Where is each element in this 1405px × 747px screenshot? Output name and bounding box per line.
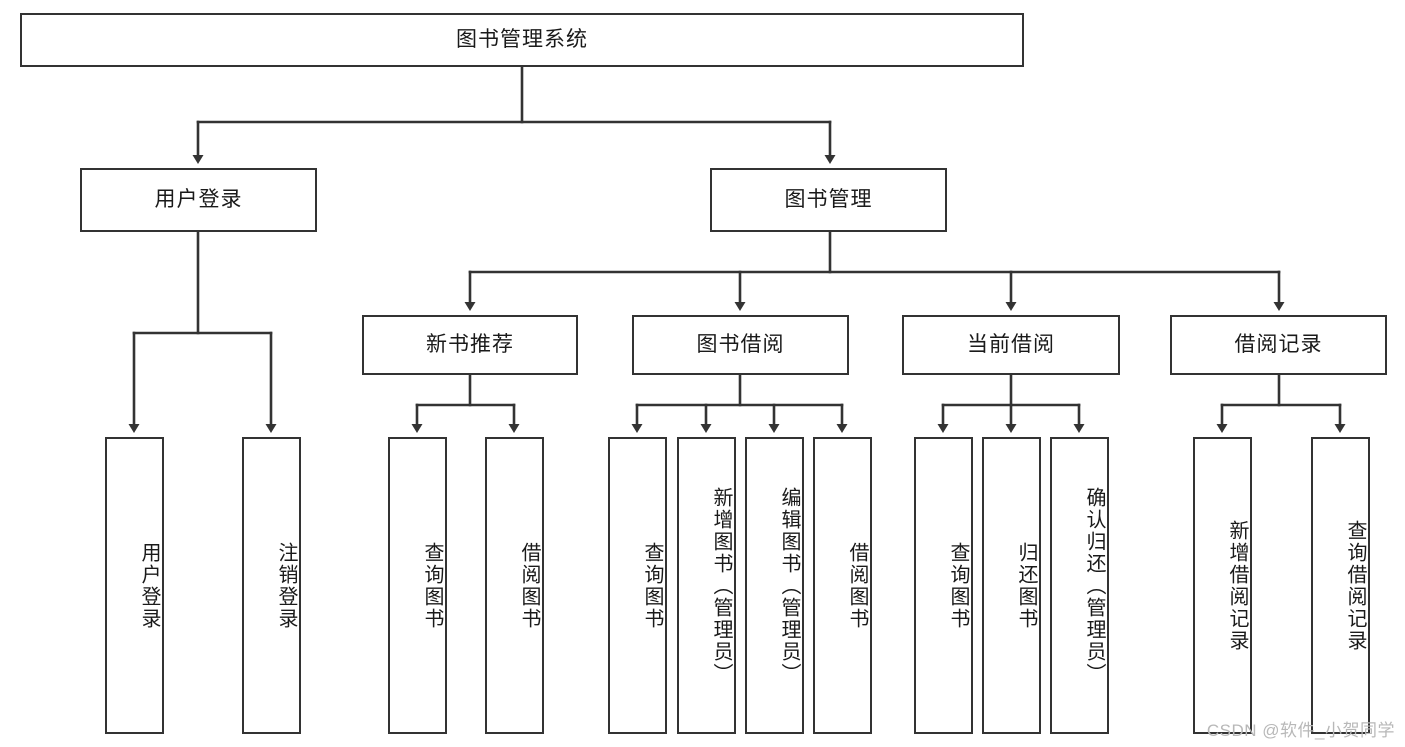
node-label: 图书借阅 bbox=[696, 333, 785, 357]
leaf-new-book-query-books[interactable]: 查询图书 bbox=[388, 437, 447, 734]
node-label: 确认归还（管理员） bbox=[1083, 486, 1105, 685]
node-label: 新增借阅记录 bbox=[1226, 519, 1248, 652]
node-label: 图书管理系统 bbox=[456, 28, 588, 52]
leaf-user-login-login[interactable]: 用户登录 bbox=[105, 437, 164, 734]
node-user-login[interactable]: 用户登录 bbox=[80, 168, 317, 232]
node-label: 借阅图书 bbox=[846, 541, 868, 630]
watermark-text: CSDN @软件_小贺同学 bbox=[1206, 721, 1395, 740]
node-label: 用户登录 bbox=[138, 541, 160, 630]
node-label: 注销登录 bbox=[275, 541, 297, 630]
node-book-borrow[interactable]: 图书借阅 bbox=[632, 315, 849, 375]
leaf-borrow-record-query-record[interactable]: 查询借阅记录 bbox=[1311, 437, 1370, 734]
leaf-book-borrow-query-books[interactable]: 查询图书 bbox=[608, 437, 667, 734]
leaf-new-book-borrow-books[interactable]: 借阅图书 bbox=[485, 437, 544, 734]
node-label: 当前借阅 bbox=[967, 333, 1055, 357]
leaf-book-borrow-borrow-books[interactable]: 借阅图书 bbox=[813, 437, 872, 734]
node-new-book-recommend[interactable]: 新书推荐 bbox=[362, 315, 578, 375]
leaf-borrow-record-add-record[interactable]: 新增借阅记录 bbox=[1193, 437, 1252, 734]
leaf-current-borrow-return-books[interactable]: 归还图书 bbox=[982, 437, 1041, 734]
node-label: 借阅图书 bbox=[518, 541, 540, 630]
node-label: 归还图书 bbox=[1015, 541, 1037, 630]
node-book-management[interactable]: 图书管理 bbox=[710, 168, 947, 232]
node-label: 新书推荐 bbox=[426, 333, 514, 357]
node-label: 图书管理 bbox=[784, 188, 873, 212]
node-label: 编辑图书（管理员） bbox=[778, 486, 800, 685]
node-current-borrow[interactable]: 当前借阅 bbox=[902, 315, 1120, 375]
node-label: 查询借阅记录 bbox=[1344, 519, 1366, 652]
node-label: 查询图书 bbox=[947, 541, 969, 630]
node-label: 新增图书（管理员） bbox=[710, 486, 732, 685]
node-label: 查询图书 bbox=[421, 541, 443, 630]
leaf-current-borrow-confirm-return-admin[interactable]: 确认归还（管理员） bbox=[1050, 437, 1109, 734]
leaf-book-borrow-edit-book-admin[interactable]: 编辑图书（管理员） bbox=[745, 437, 804, 734]
leaf-current-borrow-query-books[interactable]: 查询图书 bbox=[914, 437, 973, 734]
leaf-book-borrow-add-book-admin[interactable]: 新增图书（管理员） bbox=[677, 437, 736, 734]
node-borrow-record[interactable]: 借阅记录 bbox=[1170, 315, 1387, 375]
node-label: 用户登录 bbox=[154, 188, 243, 212]
node-root-book-management-system[interactable]: 图书管理系统 bbox=[20, 13, 1024, 67]
leaf-user-login-logout[interactable]: 注销登录 bbox=[242, 437, 301, 734]
node-label: 借阅记录 bbox=[1234, 333, 1323, 357]
node-label: 查询图书 bbox=[641, 541, 663, 630]
